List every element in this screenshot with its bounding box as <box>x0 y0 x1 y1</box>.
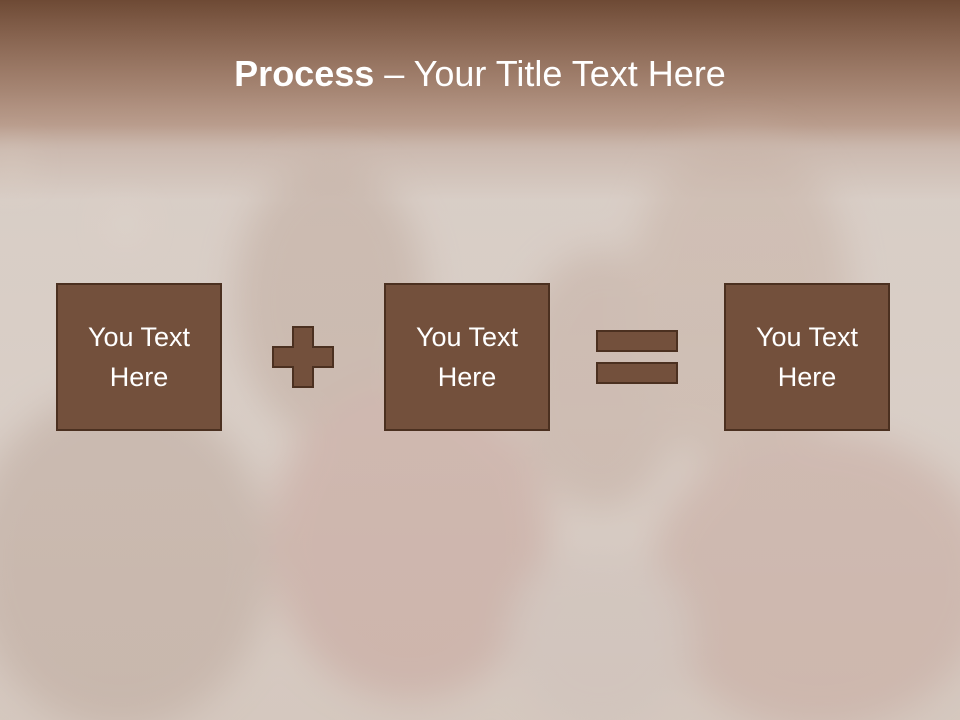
plus-icon <box>272 326 334 388</box>
process-box-2-text: You Text Here <box>415 322 519 392</box>
process-box-2: You Text Here <box>384 283 550 431</box>
process-box-1: You Text Here <box>56 283 222 431</box>
title-rest: – Your Title Text Here <box>374 53 726 94</box>
process-box-3-text: You Text Here <box>755 322 859 392</box>
equals-icon <box>596 330 678 384</box>
slide-title: Process – Your Title Text Here <box>0 52 960 96</box>
process-box-1-text: You Text Here <box>87 322 191 392</box>
title-bold: Process <box>234 53 375 94</box>
process-box-3: You Text Here <box>724 283 890 431</box>
